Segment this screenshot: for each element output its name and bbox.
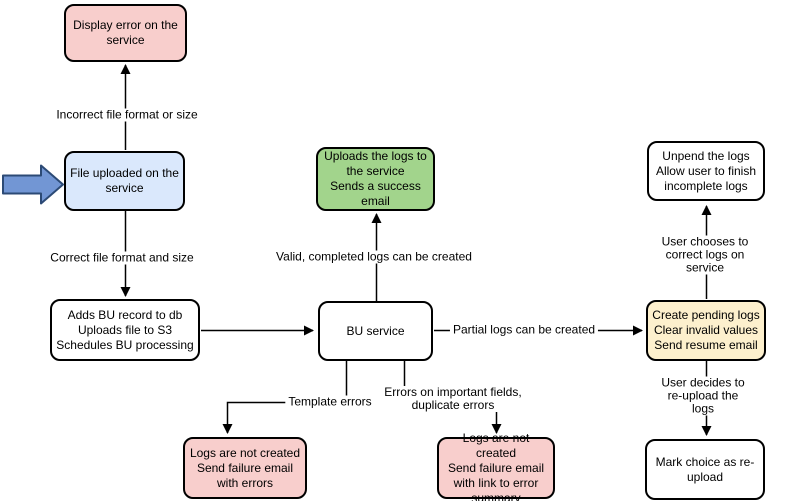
entry-arrow-icon: [2, 164, 64, 205]
edge-label-errors-fields: Errors on important fields, duplicate er…: [381, 386, 525, 412]
node-uploads-logs-success: Uploads the logs to the service Sends a …: [316, 147, 435, 211]
node-bu-service: BU service: [318, 301, 433, 361]
edge-label-user-correct: User chooses to correct logs on service: [657, 235, 753, 275]
node-adds-bu-record: Adds BU record to db Uploads file to S3 …: [50, 299, 200, 361]
edge-label-user-reupload: User decides to re-upload the logs: [654, 376, 752, 416]
node-logs-not-created-summary: Logs are not created Send failure email …: [437, 431, 555, 501]
edge-label-partial: Partial logs can be created: [449, 323, 599, 337]
edge-label-correct: Correct file format and size: [47, 251, 197, 265]
edge-label-template: Template errors: [285, 395, 375, 409]
node-mark-choice-reupload: Mark choice as re- upload: [645, 439, 765, 500]
node-unpend-logs: Unpend the logs Allow user to finish inc…: [647, 141, 765, 201]
node-logs-not-created-errors: Logs are not created Send failure email …: [183, 437, 307, 499]
node-file-uploaded: File uploaded on the service: [64, 151, 185, 211]
edge-label-valid: Valid, completed logs can be created: [273, 250, 475, 264]
edge-label-incorrect: Incorrect file format or size: [53, 108, 201, 122]
node-create-pending-logs: Create pending logs Clear invalid values…: [646, 300, 766, 361]
node-display-error: Display error on the service: [64, 4, 187, 62]
